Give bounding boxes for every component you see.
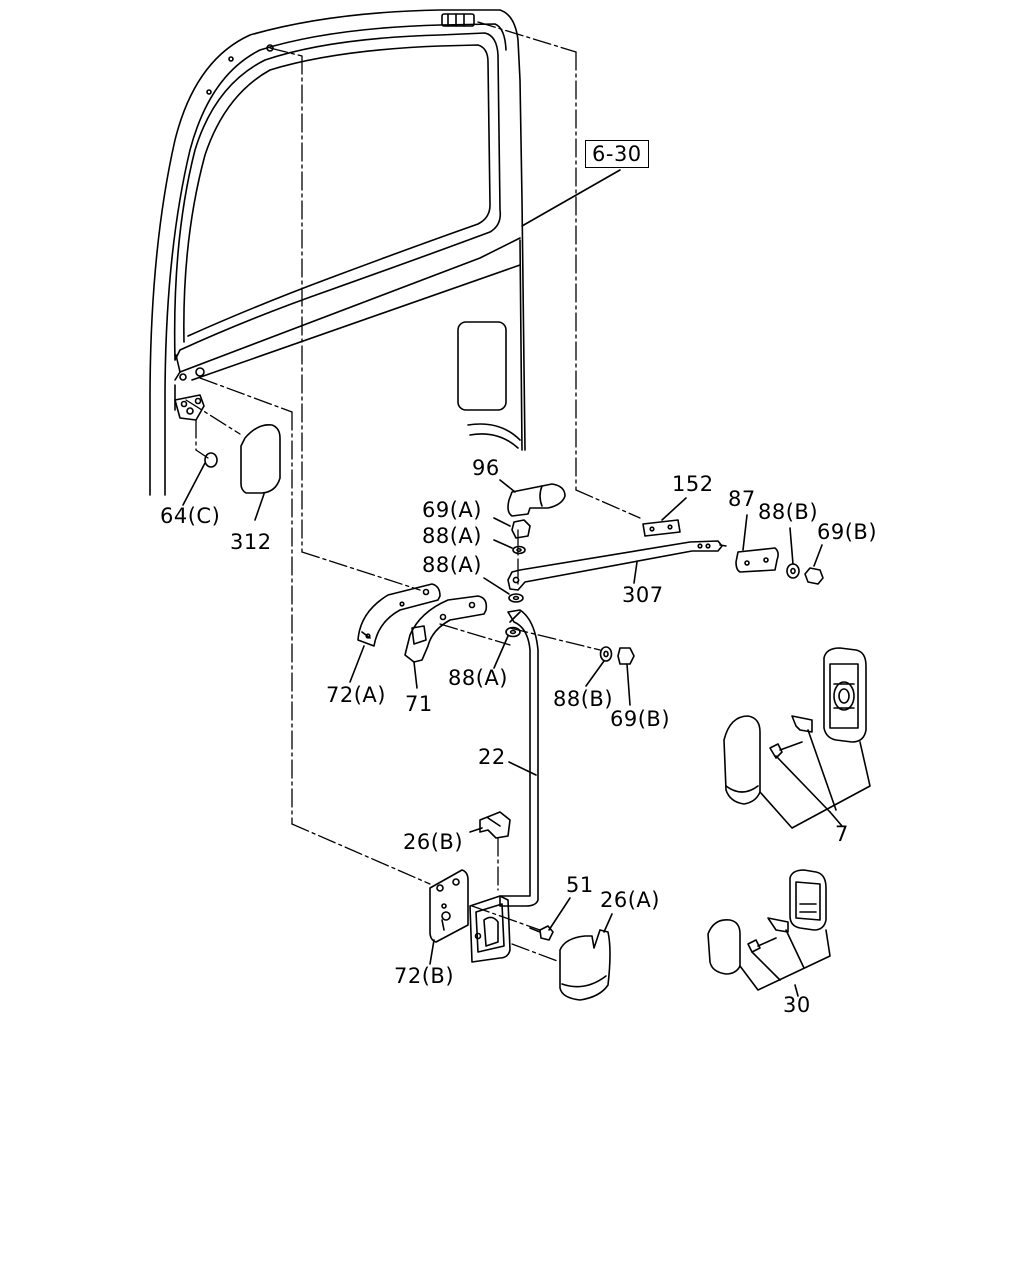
bracket-87 <box>736 515 778 572</box>
bracket-72a <box>350 584 440 682</box>
callout-64c[interactable]: 64(C) <box>160 504 221 528</box>
callout-88a-1[interactable]: 88(A) <box>422 524 482 548</box>
callout-88a-3[interactable]: 88(A) <box>448 666 508 690</box>
cap-96 <box>500 480 565 516</box>
door-bracket <box>175 395 204 420</box>
nut-69b-mid <box>618 648 634 705</box>
nut-69b-top <box>805 545 823 584</box>
mirror-7 <box>724 648 870 828</box>
callout-30[interactable]: 30 <box>783 993 811 1017</box>
alignment-lines <box>186 22 640 962</box>
callout-307[interactable]: 307 <box>622 583 664 607</box>
washer-88b-mid <box>586 647 612 686</box>
callout-26a[interactable]: 26(A) <box>600 888 660 912</box>
pad-312 <box>241 425 280 520</box>
callout-87[interactable]: 87 <box>728 487 756 511</box>
callout-71[interactable]: 71 <box>405 692 433 716</box>
screw-51 <box>530 898 570 940</box>
callout-312[interactable]: 312 <box>230 530 272 554</box>
washer-88a-mid <box>484 578 523 602</box>
door-panel <box>150 10 525 495</box>
washer-88a-top <box>494 540 525 554</box>
plate-152 <box>643 498 686 536</box>
washer-88b-top <box>787 528 799 578</box>
callout-72b[interactable]: 72(B) <box>394 964 455 988</box>
callout-26b[interactable]: 26(B) <box>403 830 464 854</box>
rod-307 <box>508 541 726 590</box>
bracket-71 <box>405 596 486 688</box>
callout-152[interactable]: 152 <box>672 472 714 496</box>
clip-26b <box>470 812 510 838</box>
callout-7[interactable]: 7 <box>835 822 849 846</box>
callout-96[interactable]: 96 <box>472 456 500 480</box>
nut-69a <box>494 518 530 538</box>
mirror-30 <box>708 870 830 996</box>
callout-22[interactable]: 22 <box>478 745 506 769</box>
callout-69b-mid[interactable]: 69(B) <box>610 707 671 731</box>
arm-22 <box>500 610 538 906</box>
ref-leader <box>522 170 620 226</box>
plate-72b <box>430 870 468 964</box>
callout-88b-mid[interactable]: 88(B) <box>553 687 614 711</box>
mirror-mount <box>470 896 510 962</box>
plug-64c <box>183 453 217 505</box>
ref-box-6-30[interactable]: 6-30 <box>585 140 649 168</box>
callout-88b-top[interactable]: 88(B) <box>758 500 819 524</box>
callout-88a-2[interactable]: 88(A) <box>422 553 482 577</box>
washer-88a-low <box>494 628 520 669</box>
cover-26a <box>560 914 612 1000</box>
callout-51[interactable]: 51 <box>566 873 594 897</box>
callout-69a[interactable]: 69(A) <box>422 498 482 522</box>
callout-69b-top[interactable]: 69(B) <box>817 520 878 544</box>
callout-72a[interactable]: 72(A) <box>326 683 386 707</box>
